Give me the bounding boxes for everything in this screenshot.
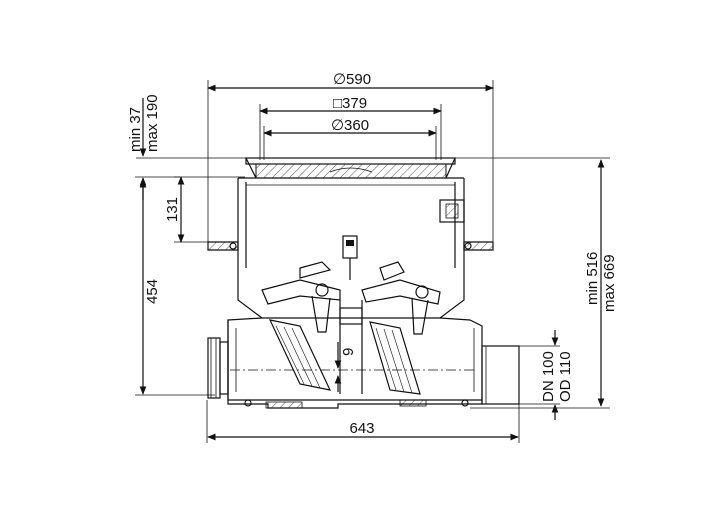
grating-cover <box>238 157 464 179</box>
dimension-360-label: ∅360 <box>331 117 369 134</box>
dimension-37-190: min 37 max 190 <box>127 94 250 200</box>
base-feet <box>227 399 483 409</box>
outlet-pipe <box>481 345 520 405</box>
dimension-379: □379 <box>259 95 442 160</box>
dimension-9-label: 9 <box>340 348 357 356</box>
dimension-131: 131 <box>164 176 245 243</box>
center-handle <box>299 235 405 281</box>
dimension-516-669: min 516 max 669 <box>455 157 618 409</box>
od-110-label: OD 110 <box>557 351 574 402</box>
max-669-label: max 669 <box>601 254 618 312</box>
min-37-label: min 37 <box>127 107 144 152</box>
upper-shaft <box>207 178 494 319</box>
flap-right <box>361 279 441 395</box>
min-516-label: min 516 <box>584 252 601 305</box>
flap-left <box>261 279 341 391</box>
dimension-643: 643 <box>206 400 520 443</box>
dimension-360: ∅360 <box>263 117 437 160</box>
dimension-454-label: 454 <box>144 279 161 304</box>
lower-housing <box>227 300 483 401</box>
dimension-9: 9 <box>334 342 357 392</box>
dimension-379-label: □379 <box>333 95 367 112</box>
dimension-454: 454 <box>135 176 215 396</box>
dimension-590: ∅590 <box>207 71 494 250</box>
max-190-label: max 190 <box>144 94 161 152</box>
dimension-643-label: 643 <box>349 420 374 437</box>
dn-100-label: DN 100 <box>540 351 557 402</box>
dimension-590-label: ∅590 <box>333 71 371 88</box>
dimension-dn-od: DN 100 OD 110 <box>518 330 574 420</box>
dimension-131-label: 131 <box>164 197 181 222</box>
inlet-pipe <box>207 337 229 399</box>
